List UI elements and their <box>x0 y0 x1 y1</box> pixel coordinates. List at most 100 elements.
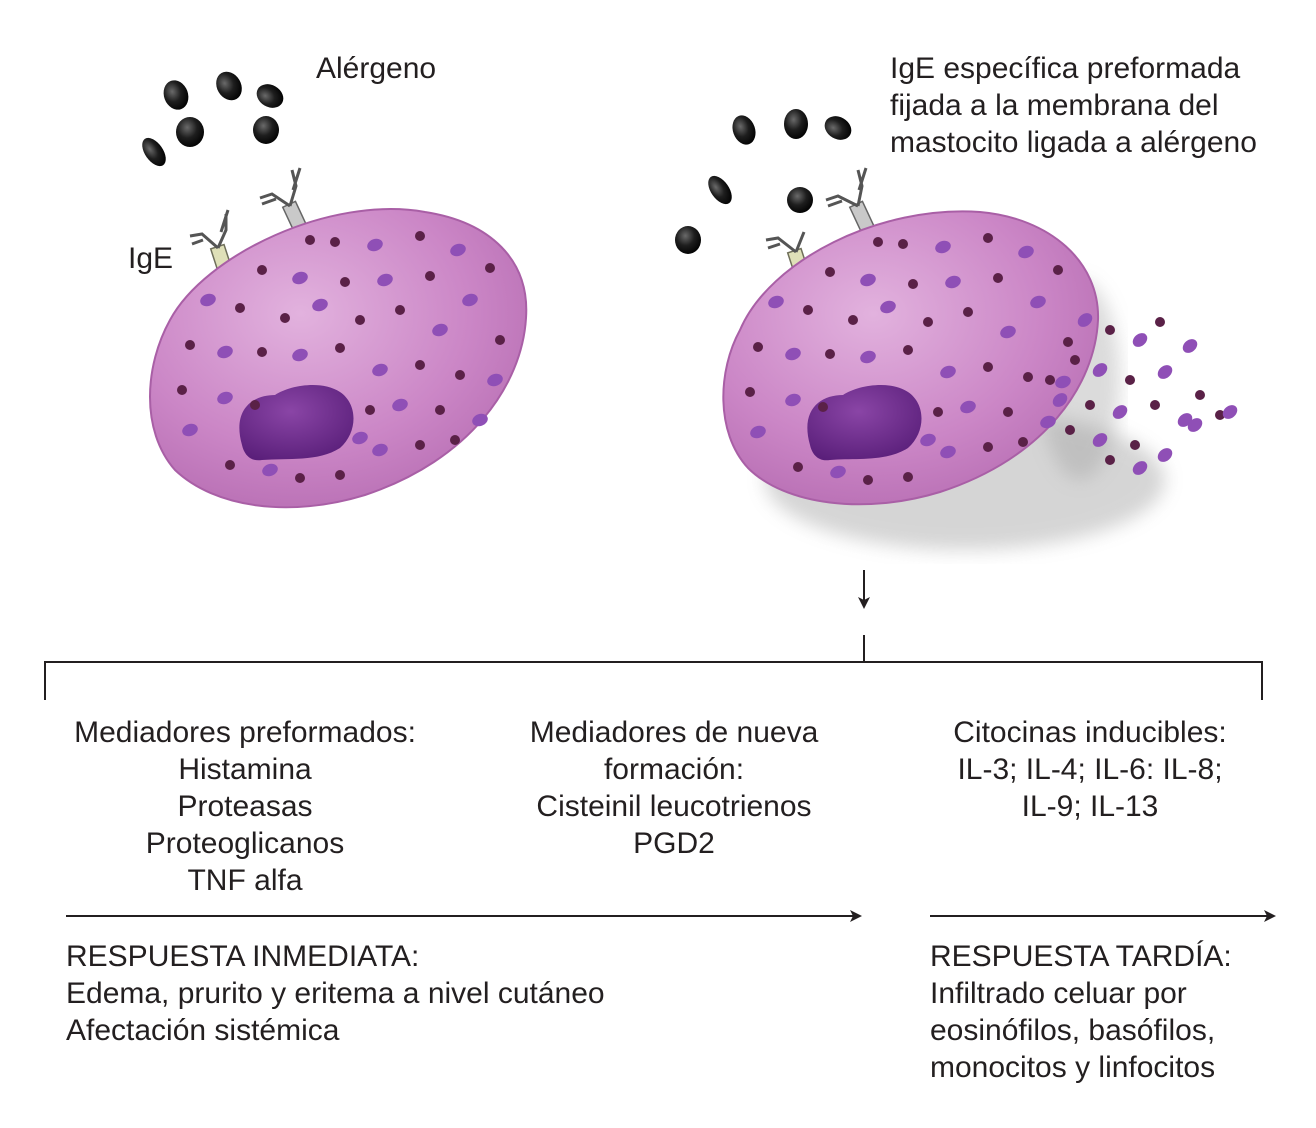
ige-bound-label: IgE específica preformada fijada a la me… <box>890 52 1257 159</box>
list-item: TNF alfa <box>187 864 303 897</box>
granule <box>940 365 956 379</box>
list-item: Proteoglicanos <box>145 827 345 860</box>
granule <box>487 373 503 387</box>
granule <box>863 475 873 485</box>
granule <box>1222 405 1238 419</box>
late-line: Infiltrado celuar por <box>930 977 1187 1010</box>
late-response: RESPUESTA TARDÍA: Infiltrado celuar por … <box>930 938 1232 1086</box>
granule <box>785 347 801 361</box>
granule <box>745 387 755 397</box>
granule <box>1195 390 1205 400</box>
granule <box>1053 265 1063 275</box>
list-item: Cisteinil leucotrienos <box>536 790 812 823</box>
granule <box>225 460 235 470</box>
granule <box>818 402 828 412</box>
granule <box>340 277 350 287</box>
granule <box>217 391 233 405</box>
granule <box>305 235 315 245</box>
granule <box>1092 363 1108 377</box>
granule <box>793 462 803 472</box>
granule <box>257 265 267 275</box>
allergen-particles-right <box>675 109 852 254</box>
released-granules <box>1045 313 1238 475</box>
granule <box>963 307 973 317</box>
granule <box>250 400 260 410</box>
new-formation-title: formación: <box>603 753 745 786</box>
granule <box>830 465 846 479</box>
granule <box>257 347 267 357</box>
new-formation-title: Mediadores de nueva <box>529 716 819 749</box>
granule <box>983 442 993 452</box>
granule <box>848 315 858 325</box>
granule <box>435 405 445 415</box>
granule <box>1018 245 1034 259</box>
immediate-response: RESPUESTA INMEDIATA: Edema, prurito y er… <box>66 938 605 1049</box>
nucleus-right <box>807 384 922 461</box>
granule <box>1003 407 1013 417</box>
granule <box>1040 415 1056 429</box>
granule <box>1155 317 1165 327</box>
late-line: eosinófilos, basófilos, <box>930 1014 1216 1047</box>
nucleus-left <box>239 384 354 461</box>
granule <box>1112 405 1128 419</box>
granule <box>1055 375 1071 389</box>
granule <box>432 323 448 337</box>
granules-left <box>177 231 505 483</box>
granule <box>1157 448 1173 462</box>
cell-body-left <box>149 208 528 509</box>
mast-cell-resting <box>149 167 528 509</box>
granule <box>1125 375 1135 385</box>
granule <box>217 345 233 359</box>
granule <box>753 342 763 352</box>
granule <box>945 275 961 289</box>
granule <box>1157 365 1173 379</box>
flow-connectors <box>44 570 1276 922</box>
granule <box>908 279 918 289</box>
granule <box>450 243 466 257</box>
granule <box>1065 425 1075 435</box>
granule <box>920 433 936 447</box>
granule <box>292 348 308 362</box>
granule <box>1105 455 1115 465</box>
granule <box>335 470 345 480</box>
granule <box>993 273 1003 283</box>
granule <box>485 263 495 273</box>
late-title: RESPUESTA TARDÍA: <box>930 940 1232 973</box>
granule <box>825 267 835 277</box>
granule <box>860 350 876 364</box>
granule <box>785 393 801 407</box>
granule <box>1177 413 1193 427</box>
ige-antibody-left-2 <box>259 167 309 234</box>
granule <box>1018 437 1028 447</box>
granule <box>352 431 368 445</box>
immediate-line: Afectación sistémica <box>66 1014 340 1047</box>
list-item: PGD2 <box>633 827 715 860</box>
granule <box>1063 337 1073 347</box>
immediate-line: Edema, prurito y eritema a nivel cutáneo <box>66 977 605 1010</box>
granule <box>335 343 345 353</box>
granule <box>235 303 245 313</box>
granule <box>1052 393 1068 407</box>
granule <box>1070 355 1080 365</box>
granule <box>377 273 393 287</box>
granule <box>873 237 883 247</box>
granule <box>923 317 933 327</box>
immediate-title: RESPUESTA INMEDIATA: <box>66 940 420 973</box>
granule <box>1030 295 1046 309</box>
granule <box>292 271 308 285</box>
list-item: IL-9; IL-13 <box>1021 790 1159 823</box>
granule <box>372 363 388 377</box>
granule <box>495 335 505 345</box>
granule <box>1000 325 1016 339</box>
granule <box>1130 440 1140 450</box>
granule <box>1085 400 1095 410</box>
granule <box>903 345 913 355</box>
granule <box>1105 325 1115 335</box>
granule <box>1182 339 1198 353</box>
granule <box>450 435 460 445</box>
granule <box>367 238 383 252</box>
granule <box>768 295 784 309</box>
list-item: IL-3; IL-4; IL-6: IL-8; <box>957 753 1223 786</box>
granule <box>1092 433 1108 447</box>
ige-label: IgE <box>128 242 174 275</box>
